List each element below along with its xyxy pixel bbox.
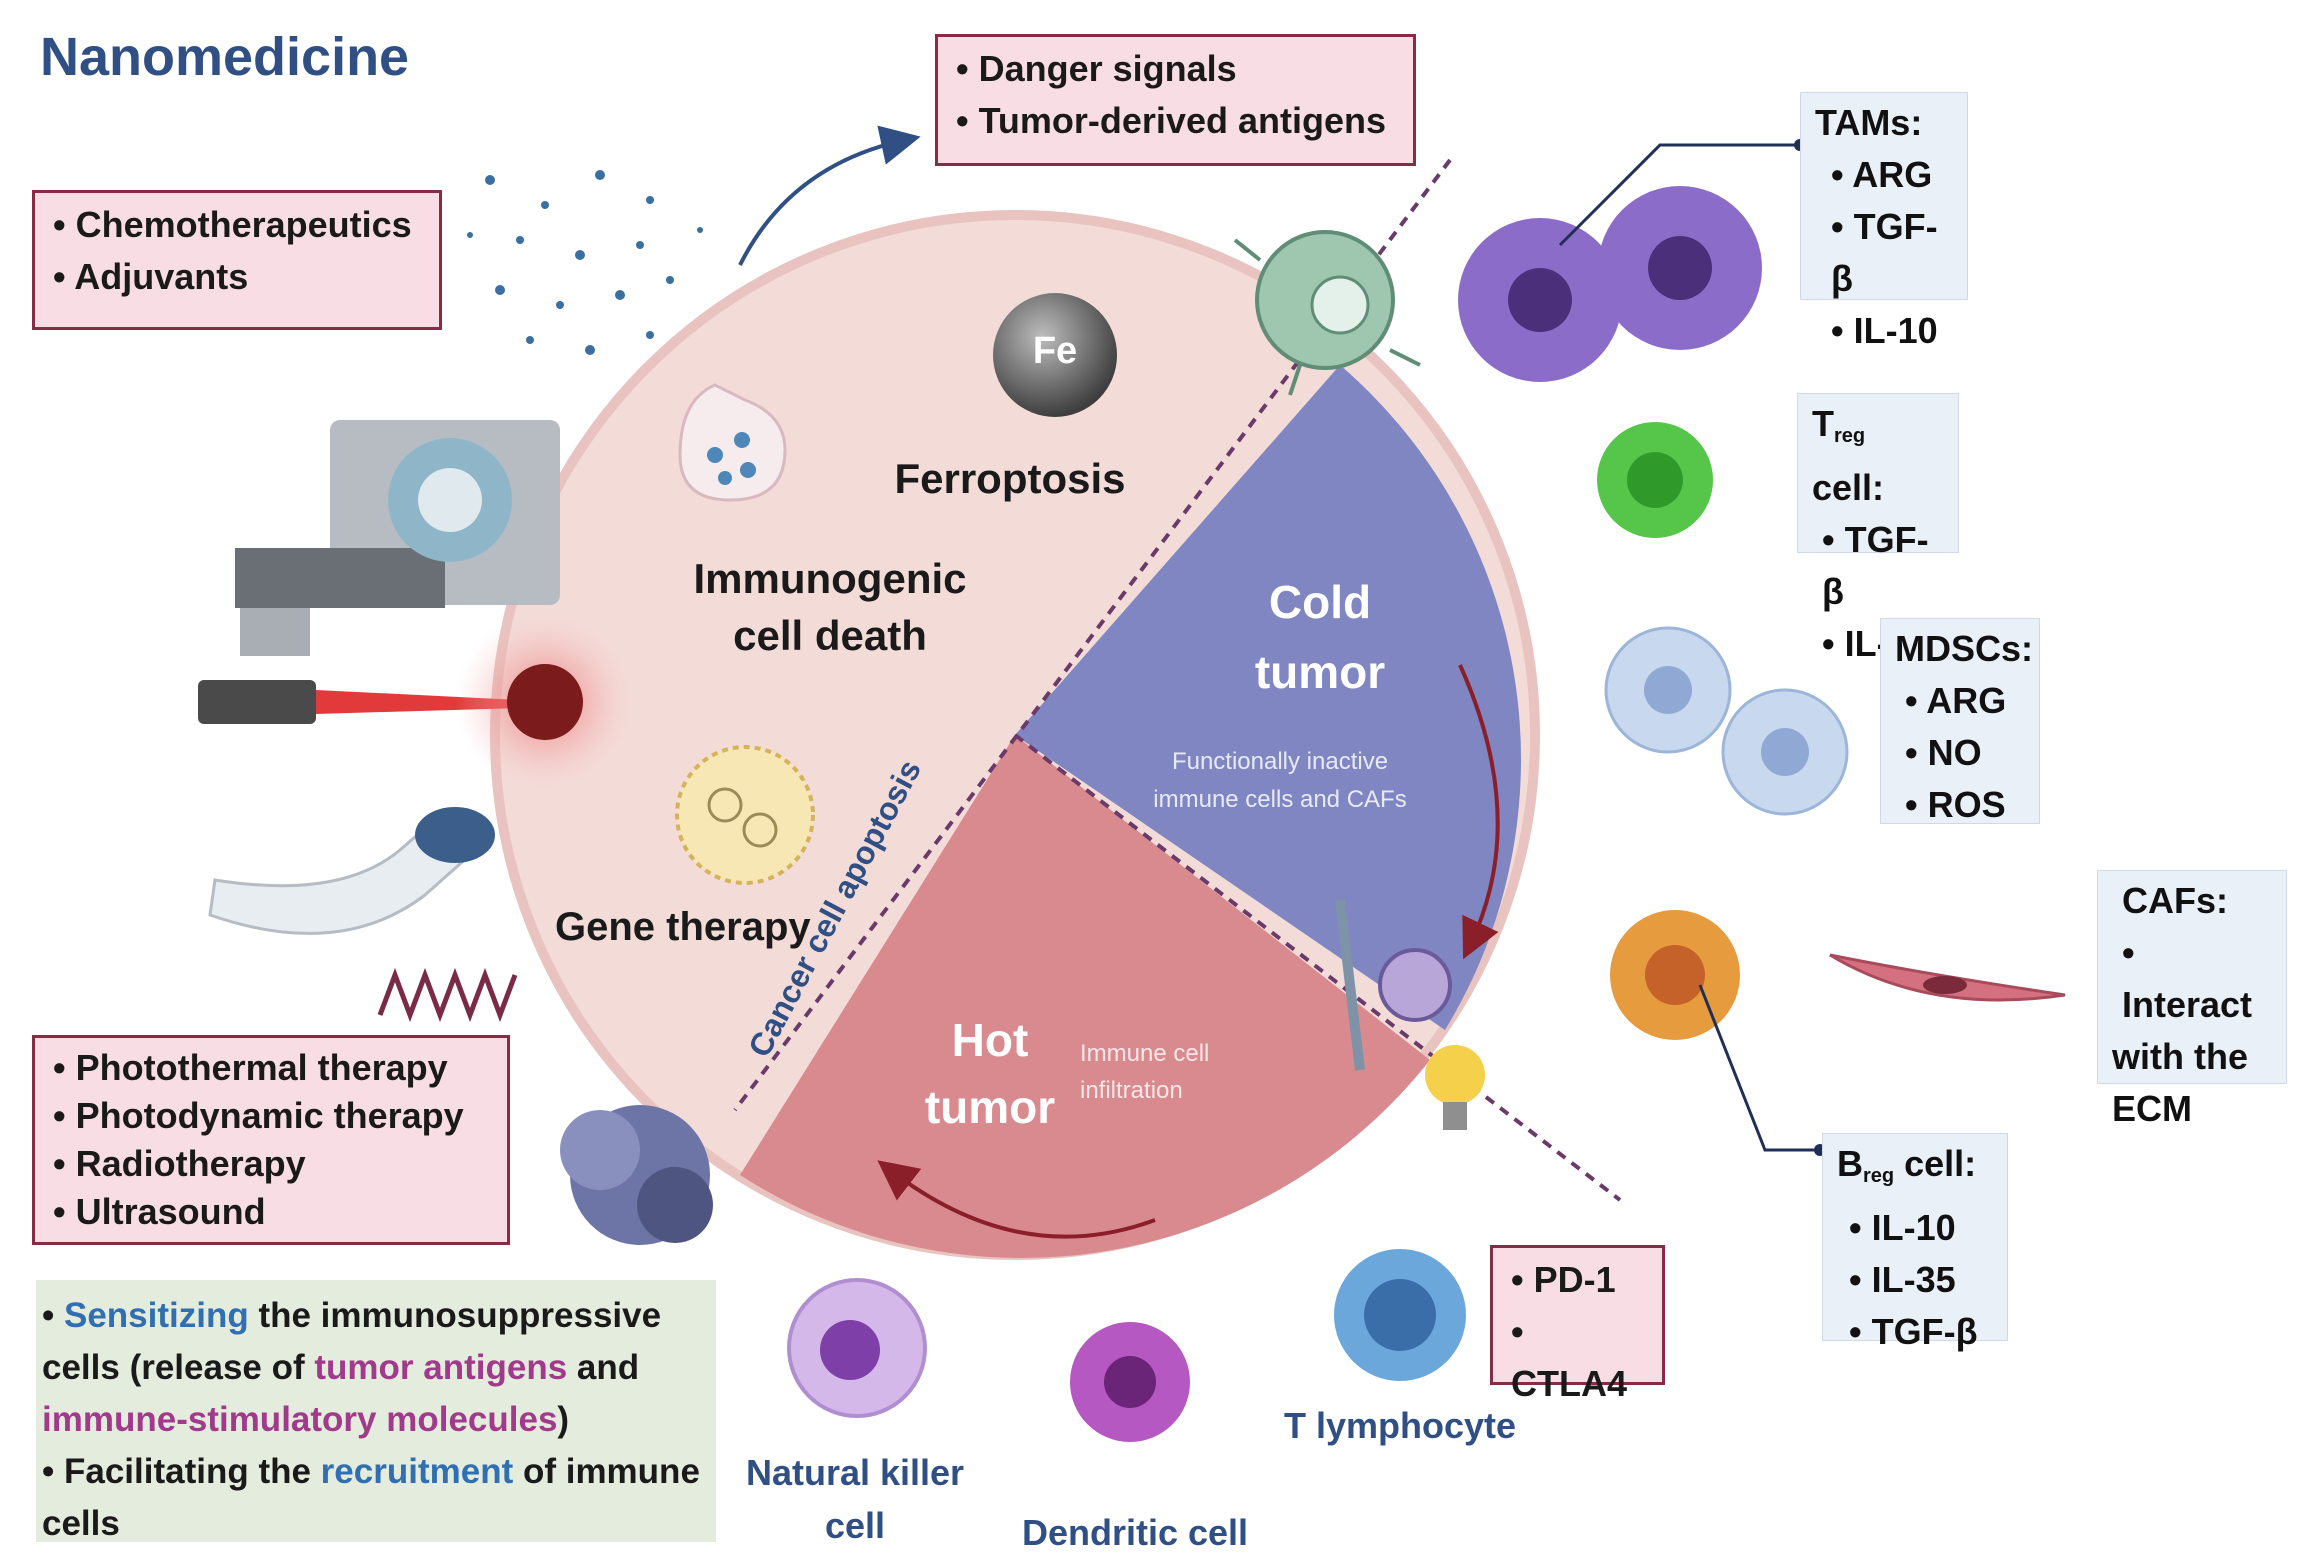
mechanism-box: • Sensitizing the immunosuppressive cell…	[36, 1280, 716, 1543]
ultrasound-wave-icon	[377, 967, 518, 1023]
icd-label-2: cell death	[733, 612, 927, 659]
tumor-antigens-line: • Tumor-derived antigens	[956, 100, 1386, 141]
chemo-box: • Chemotherapeutics • Adjuvants	[32, 190, 442, 330]
breg-item: • IL-35	[1849, 1259, 1956, 1300]
tam-cell-icon	[1458, 186, 1762, 382]
nk-cell-icon	[787, 1278, 927, 1418]
vesicle-icon	[678, 383, 787, 502]
hot-flow-arrow	[877, 1160, 1156, 1239]
ctla4-line: • CTLA4	[1511, 1311, 1627, 1404]
cafs-line: ECM	[2112, 1088, 2192, 1129]
radiotherapy-machine-icon	[235, 420, 560, 656]
mdscs-box: MDSCs: • ARG • NO • ROS	[1880, 618, 2040, 825]
cafs-title: CAFs:	[2122, 880, 2228, 921]
cold-tumor-sector	[1015, 365, 1522, 1030]
gene-therapy-label: Gene therapy	[555, 905, 811, 949]
treg-item: • TGF-β	[1822, 519, 1929, 612]
cafs-box: CAFs: • Interact with the ECM	[2097, 870, 2287, 1129]
ferroptosis-label: Ferroptosis	[894, 455, 1126, 502]
photothermal-line: • Photothermal therapy	[53, 1047, 448, 1088]
cold-desc-1: Functionally inactive	[1171, 748, 1389, 775]
tam-connector	[1558, 143, 1800, 247]
breg-item: • IL-10	[1849, 1207, 1956, 1248]
cold-tumor-label-1: Cold	[1268, 576, 1372, 628]
mdscs-item: • ARG	[1905, 680, 2007, 721]
mdscs-item: • NO	[1905, 732, 1982, 773]
ultrasound-line: • Ultrasound	[53, 1191, 266, 1232]
hot-tumor-label-1: Hot	[951, 1014, 1029, 1066]
tams-title: TAMs:	[1815, 102, 1923, 143]
mdsc-cell-icon	[1604, 626, 1849, 816]
fe-label: Fe	[1032, 330, 1078, 372]
mdscs-item: • ROS	[1905, 784, 2006, 825]
t-lymphocyte-label: T lymphocyte	[1283, 1405, 1517, 1446]
syringe-icon	[1335, 899, 1365, 1071]
iron-sphere-icon	[993, 293, 1117, 417]
icd-label-1: Immunogenic	[693, 555, 967, 602]
light-bulb-icon	[1425, 1045, 1485, 1130]
danger-signals-box: • Danger signals • Tumor-derived antigen…	[935, 34, 1416, 166]
tumor-cell-icon	[1233, 230, 1421, 396]
breg-box: Breg cell: • IL-10 • IL-35 • TGF-β	[1822, 1133, 2008, 1352]
radiotherapy-line: • Radiotherapy	[53, 1143, 306, 1184]
breg-item: • TGF-β	[1849, 1311, 1978, 1352]
nk-cell-label-2: cell	[824, 1505, 886, 1546]
tams-item: • TGF-β	[1831, 206, 1938, 299]
recruitment-paragraph: • Facilitating the recruitment of immune…	[42, 1452, 700, 1543]
nanoparticle-dots	[467, 170, 703, 355]
hot-desc-1: Immune cell	[1080, 1040, 1210, 1067]
treg-cell-icon	[1597, 422, 1713, 538]
tumor-mass-icon	[560, 1105, 713, 1245]
danger-signals-line: • Danger signals	[956, 48, 1237, 89]
breg-connector	[1698, 984, 1820, 1152]
tams-item: • ARG	[1831, 154, 1933, 195]
dendritic-cell-icon	[1070, 1322, 1190, 1442]
tams-box: TAMs: • ARG • TGF-β • IL-10	[1800, 92, 1968, 351]
gene-nanoparticle-icon	[675, 745, 815, 885]
adjuvants-line: • Adjuvants	[53, 256, 249, 297]
sensitizing-paragraph: • Sensitizing the immunosuppressive cell…	[42, 1296, 662, 1439]
page-title: Nanomedicine	[40, 27, 410, 87]
checkpoint-box: • PD-1 • CTLA4	[1490, 1245, 1665, 1404]
laser-device-icon	[198, 612, 635, 792]
chemotherapeutics-line: • Chemotherapeutics	[53, 204, 412, 245]
photodynamic-line: • Photodynamic therapy	[53, 1095, 464, 1136]
dendritic-cell-label: Dendritic cell	[1021, 1512, 1249, 1553]
divider-lower	[1013, 733, 1622, 1202]
pd1-line: • PD-1	[1511, 1259, 1616, 1300]
tams-item: • IL-10	[1831, 310, 1938, 351]
breg-title: Breg cell:	[1837, 1143, 1977, 1187]
cafs-line: • Interact	[2122, 932, 2253, 1025]
breg-cell-icon	[1610, 910, 1740, 1040]
cold-flow-arrow	[1458, 664, 1500, 960]
cold-tumor-label-2: tumor	[1254, 646, 1386, 698]
hot-tumor-label-2: tumor	[924, 1081, 1056, 1133]
cafs-line: with the	[2112, 1036, 2248, 1077]
treg-title: Treg cell:	[1812, 403, 1885, 508]
t-lymphocyte-icon	[1334, 1249, 1466, 1381]
hot-tumor-sector	[740, 735, 1430, 1258]
treg-box: Treg cell: • TGF-β • IL-10	[1797, 393, 1959, 664]
ultrasound-probe-icon	[208, 807, 495, 935]
nk-cell-label-1: Natural killer	[745, 1452, 965, 1493]
cold-desc-2: immune cells and CAFs	[1153, 786, 1407, 813]
small-immune-cell-icon	[1378, 948, 1452, 1022]
release-arrow	[738, 125, 921, 266]
therapies-box: • Photothermal therapy • Photodynamic th…	[32, 1035, 510, 1245]
hot-desc-2: infiltration	[1080, 1077, 1183, 1104]
mdscs-title: MDSCs:	[1895, 628, 2034, 669]
